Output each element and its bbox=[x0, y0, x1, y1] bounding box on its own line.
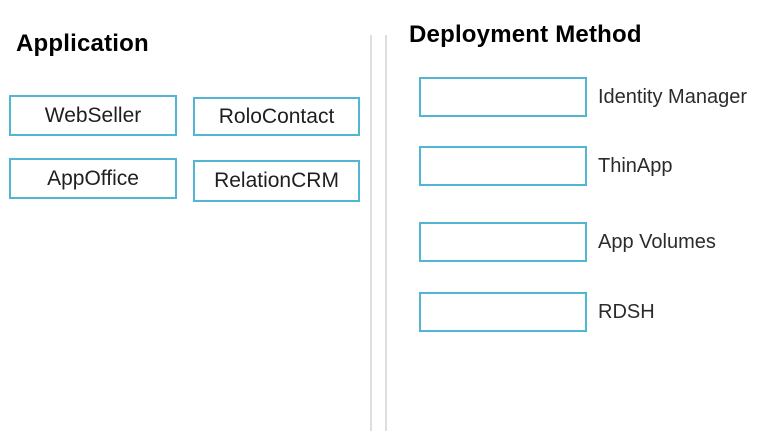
panel-divider-line-right bbox=[385, 35, 387, 431]
drag-item-webseller[interactable]: WebSeller bbox=[9, 95, 177, 136]
drop-target-label: Identity Manager bbox=[598, 85, 747, 108]
drop-target-app-volumes[interactable] bbox=[419, 222, 587, 262]
drop-row-app-volumes: App Volumes bbox=[419, 222, 716, 262]
drag-item-rolocontact[interactable]: RoloContact bbox=[193, 97, 360, 136]
drop-row-rdsh: RDSH bbox=[419, 292, 655, 332]
application-panel-title: Application bbox=[16, 30, 149, 57]
drop-target-thinapp[interactable] bbox=[419, 146, 587, 186]
drop-target-identity-manager[interactable] bbox=[419, 77, 587, 117]
drop-row-thinapp: ThinApp bbox=[419, 146, 673, 186]
drag-item-appoffice[interactable]: AppOffice bbox=[9, 158, 177, 199]
drop-target-rdsh[interactable] bbox=[419, 292, 587, 332]
deployment-panel-title: Deployment Method bbox=[409, 21, 642, 48]
drop-target-label: ThinApp bbox=[598, 154, 673, 177]
drop-target-label: App Volumes bbox=[598, 230, 716, 253]
panel-divider-line-left bbox=[370, 35, 372, 431]
drag-item-relationcrm[interactable]: RelationCRM bbox=[193, 160, 360, 202]
drop-row-identity-manager: Identity Manager bbox=[419, 77, 747, 117]
drop-target-label: RDSH bbox=[598, 300, 655, 323]
